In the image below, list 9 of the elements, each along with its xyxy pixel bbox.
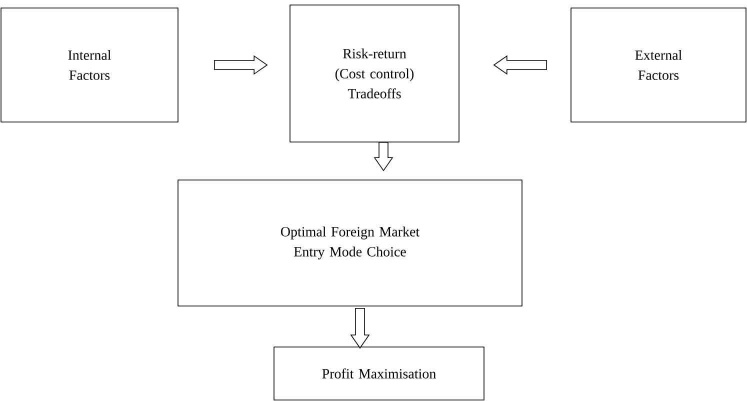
- block-arrow: [374, 142, 394, 172]
- process-box: Optimal Foreign Market Entry Mode Choice: [178, 180, 522, 306]
- process-box: Internal Factors: [0, 8, 178, 122]
- process-box: External Factors: [570, 8, 746, 122]
- block-arrow: [214, 55, 268, 75]
- block-arrow: [493, 55, 547, 75]
- process-box: Risk-return (Cost control) Tradeoffs: [290, 4, 460, 142]
- process-box: Profit Maximisation: [274, 346, 484, 400]
- block-arrow: [350, 308, 370, 349]
